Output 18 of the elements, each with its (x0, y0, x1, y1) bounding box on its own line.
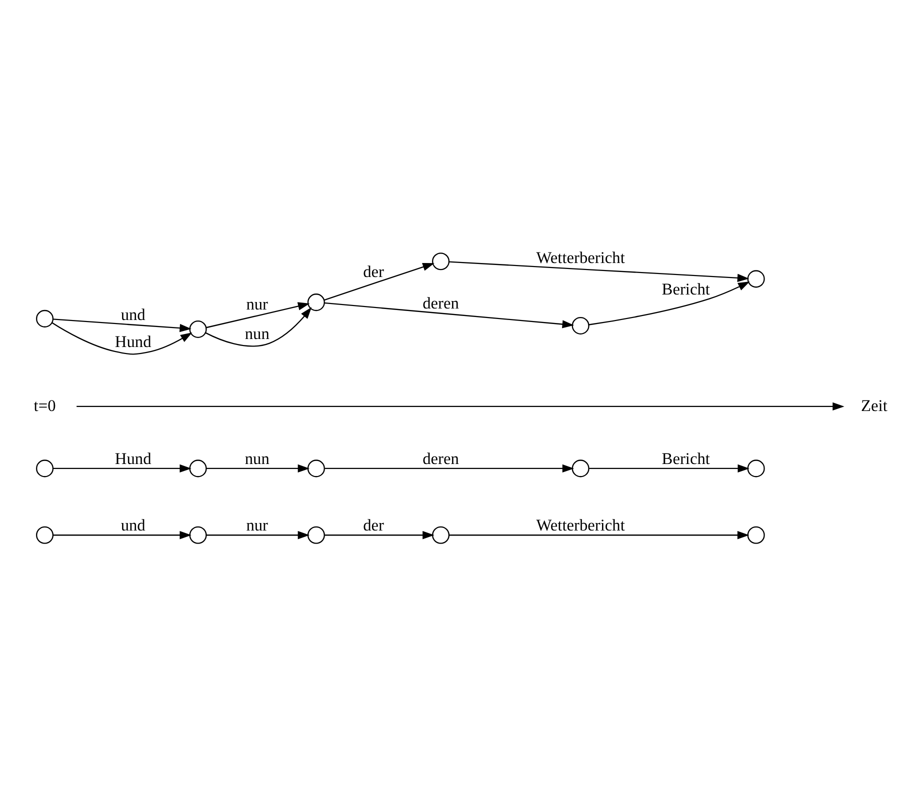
edge-label: Wetterbericht (536, 248, 625, 267)
edge-label: Hund (114, 449, 152, 468)
edge-label: nur (246, 516, 268, 535)
edge-label: Hund (114, 332, 152, 352)
label: t=0 (34, 396, 56, 415)
label: Zeit (861, 396, 888, 415)
edge-label: nun (244, 449, 270, 468)
edge-label: der (363, 262, 384, 281)
edge-label: nur (246, 294, 268, 314)
edge-label: und (120, 305, 146, 324)
edge-label: deren (422, 293, 459, 312)
edge-label: Wetterbericht (536, 516, 625, 535)
edge-label: Bericht (662, 449, 710, 468)
edge-label: deren (422, 449, 459, 468)
edge-label: nun (244, 324, 270, 343)
edge-label: Bericht (662, 279, 710, 298)
edge-label: der (363, 516, 384, 535)
edge-label: und (120, 516, 146, 535)
